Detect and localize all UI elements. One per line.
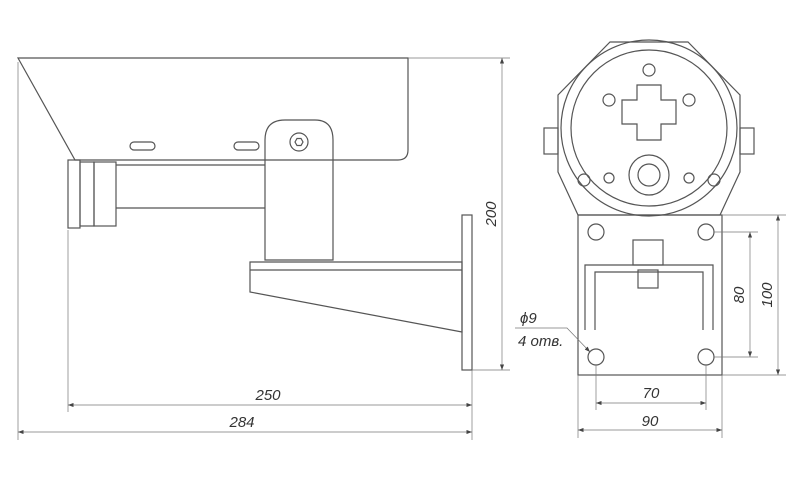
hole-diameter-label: ϕ9 [520,310,537,327]
dim-90: 90 [642,413,659,430]
front-disc [570,49,728,207]
tube [116,164,265,209]
dim-284: 284 [228,414,254,431]
wall-plate-front [577,214,723,376]
arm [249,261,463,333]
hole-leader [515,327,591,353]
front-ring [560,39,738,217]
lens-ring [79,161,95,227]
housing-slot [233,141,260,151]
side-view [16,57,473,371]
side-knob [543,127,559,155]
mount-hole [697,223,715,241]
housing [16,57,409,161]
bracket-channel [584,264,714,330]
bolt-hex [294,137,304,147]
dim-80: 80 [731,286,748,303]
mount-bolt [289,132,309,152]
hole-count-label: 4 отв. [518,333,563,350]
dim-250: 250 [254,387,281,404]
housing-slot [129,141,156,151]
cross-element [621,84,677,141]
lens-ring [67,159,81,229]
front-view [543,39,755,376]
wall-plate [461,214,473,371]
front-dimensions: 70 90 80 100 ϕ9 4 отв. [515,214,786,438]
mount-hole [697,348,715,366]
screws [577,63,721,187]
dim-70: 70 [643,385,660,402]
lens-body [93,161,117,227]
mount-hole [587,223,605,241]
dim-100: 100 [759,282,776,308]
mount-hole [587,348,605,366]
nut [637,269,659,289]
dim-200: 200 [483,201,500,228]
side-dimensions: 250 284 200 [17,57,510,440]
lens-inner [637,163,661,187]
mount-plate [264,119,334,261]
side-knob [739,127,755,155]
center-mount [632,239,664,266]
lens-front [628,154,670,196]
